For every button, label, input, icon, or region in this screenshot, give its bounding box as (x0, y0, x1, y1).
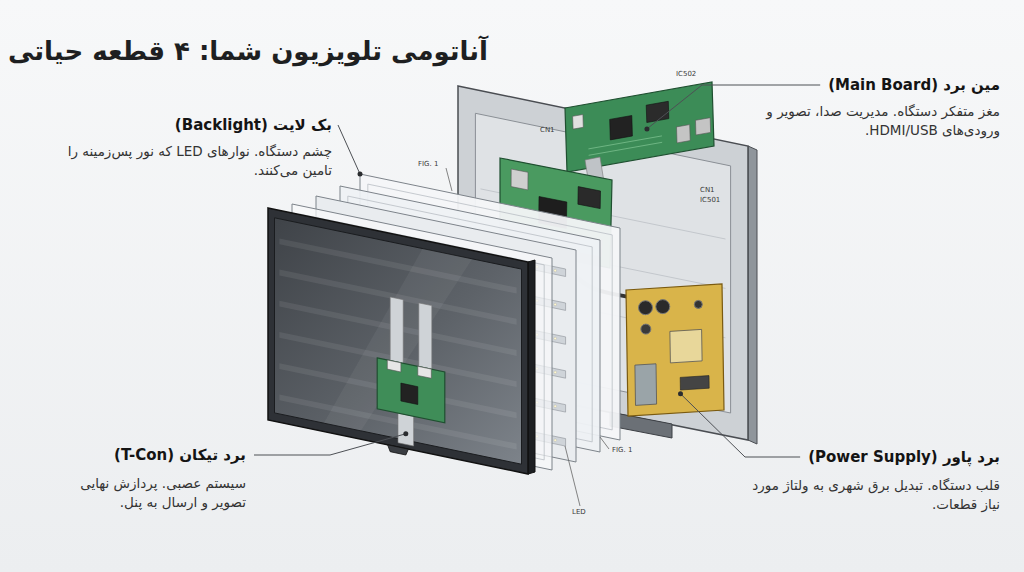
heatsink (635, 364, 657, 406)
connector (511, 169, 528, 190)
chip (646, 101, 669, 122)
pcb-trace (588, 136, 662, 149)
leader-line (446, 168, 452, 191)
tcon-board (377, 358, 445, 423)
page-title: آناتومی تلویزیون شما: ۴ قطعه حیاتی (8, 36, 488, 66)
screen (275, 218, 522, 464)
power-board (626, 284, 724, 416)
ribbon-cable (398, 413, 414, 446)
chip (610, 116, 633, 140)
lcd-panel (268, 208, 528, 474)
chip (578, 187, 601, 209)
leader-dot (678, 391, 683, 396)
leader-dot (358, 172, 363, 177)
led (554, 439, 557, 442)
callout-heading: برد تیکان (T-Con) (114, 446, 246, 464)
figure-label: FIG. 1 (418, 160, 438, 168)
connector (573, 115, 584, 130)
capacitor (656, 300, 670, 314)
chip (680, 376, 709, 390)
strip-reflection (279, 238, 516, 293)
part-code: IC501 (700, 196, 720, 204)
ribbon-cable (419, 303, 432, 369)
leader-line (338, 125, 360, 174)
callout-text: مغز متفکر دستگاه. مدیریت صدا، تصویر و ور… (750, 102, 1000, 140)
figure-label: FIG. 1 (612, 446, 632, 454)
leader-line (600, 437, 609, 449)
led (554, 337, 557, 340)
connector (418, 366, 432, 378)
led (554, 303, 557, 306)
leader-line (565, 446, 580, 506)
callout-text: چشم دستگاه. نوارهای LED که نور پس‌زمینه … (62, 142, 332, 180)
hdmi-port (677, 125, 691, 143)
part-label: LED (572, 508, 586, 516)
capacitor (694, 300, 702, 308)
panel-foot (388, 445, 409, 455)
main-board (565, 82, 714, 172)
part-code: CN1 (700, 186, 715, 194)
cover-rim (748, 146, 757, 444)
leader-line (254, 434, 406, 455)
part-code: CN1 (540, 126, 555, 134)
callout-heading: مین برد (Main Board) (828, 76, 1000, 94)
connector (387, 360, 401, 372)
ribbon-cable (390, 297, 403, 363)
usb-port (696, 118, 711, 135)
callout-heading: برد پاور (Power Supply) (808, 448, 1000, 466)
transformer (670, 329, 702, 363)
leader-dot (403, 431, 408, 436)
led (554, 269, 557, 272)
led (554, 405, 557, 408)
leader-line (681, 394, 801, 457)
led (554, 371, 557, 374)
part-code: IC502 (676, 70, 696, 78)
callout-text: سیستم عصبی. پردازش نهایی تصویر و ارسال ب… (46, 474, 246, 512)
panel-rim (528, 260, 535, 474)
capacitor (639, 301, 653, 315)
chip (401, 383, 418, 404)
glare (324, 249, 472, 431)
callout-heading: بک لایت (Backlight) (175, 116, 332, 134)
callout-text: قلب دستگاه. تبدیل برق شهری به ولتاژ مورد… (750, 476, 1000, 514)
capacitor (641, 324, 651, 334)
pcb-trace (589, 142, 663, 155)
leader-dot (644, 126, 649, 131)
